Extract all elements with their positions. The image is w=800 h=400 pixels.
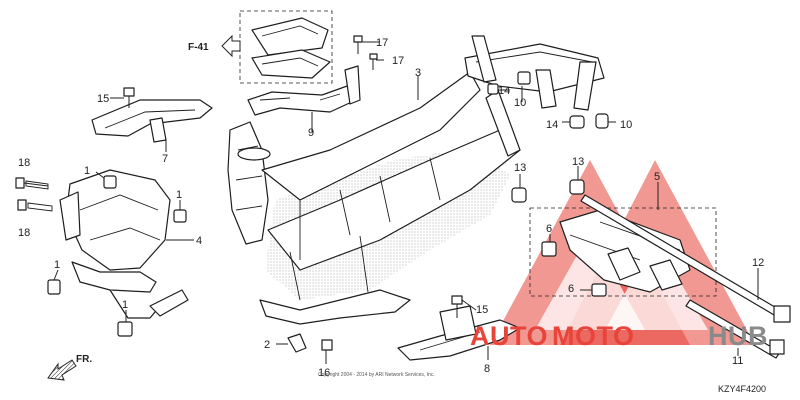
callout-5: 5 bbox=[654, 171, 660, 183]
hollow-left-arrow bbox=[221, 34, 241, 58]
damper-1-b bbox=[173, 209, 187, 223]
callout-18-b: 18 bbox=[18, 227, 30, 239]
callout-18-a: 18 bbox=[18, 157, 30, 169]
callout-2: 2 bbox=[264, 339, 270, 351]
callout-1-c: 1 bbox=[54, 259, 60, 271]
damper-1-d bbox=[117, 321, 133, 337]
reference-label: F-41 bbox=[188, 42, 209, 53]
callout-3: 3 bbox=[415, 67, 421, 79]
watermark-hub: HUB bbox=[708, 321, 768, 351]
bolt-15-a bbox=[123, 87, 135, 108]
watermark-moto: MOTO bbox=[552, 321, 635, 351]
collar-13-a bbox=[511, 187, 527, 203]
callout-11: 11 bbox=[732, 355, 743, 367]
callout-6-a: 6 bbox=[546, 223, 552, 235]
watermark-auto: AUTO bbox=[470, 321, 548, 351]
ecu-bracket-detail bbox=[251, 17, 331, 79]
callout-16: 16 bbox=[318, 367, 330, 379]
part-9-stay bbox=[247, 65, 361, 116]
bolt-17-a bbox=[353, 35, 363, 54]
callout-13-b: 13 bbox=[572, 156, 584, 168]
callout-12: 12 bbox=[752, 257, 764, 269]
damper-10-b bbox=[595, 113, 609, 129]
collar-14-a bbox=[487, 83, 499, 95]
bolt-11 bbox=[685, 299, 785, 359]
bolt-16 bbox=[321, 339, 333, 351]
callout-1-d: 1 bbox=[122, 299, 128, 311]
collar-13-b bbox=[569, 179, 585, 195]
watermark-text: AUTO MOTO HUB bbox=[470, 321, 768, 351]
callout-13-a: 13 bbox=[514, 162, 526, 174]
callout-17-a: 17 bbox=[376, 37, 388, 49]
callout-1-a: 1 bbox=[84, 165, 90, 177]
callout-14-b: 14 bbox=[546, 119, 558, 131]
damper-6-a bbox=[541, 241, 557, 257]
callout-6-b: 6 bbox=[568, 283, 574, 295]
part-code: KZY4F4200 bbox=[718, 384, 766, 394]
hatched-left-arrow bbox=[47, 359, 77, 381]
part-3-main-frame bbox=[227, 35, 605, 325]
collar-14-b bbox=[569, 115, 585, 129]
detail-box bbox=[239, 10, 333, 84]
damper-10-a bbox=[517, 71, 531, 85]
callout-14-a: 14 bbox=[498, 85, 510, 97]
damper-1-a bbox=[103, 175, 117, 189]
part-4-subframe bbox=[59, 169, 189, 319]
callout-10-a: 10 bbox=[514, 97, 526, 109]
callouts: 17 17 3 15 7 1 1 4 18 18 1 1 2 9 15 8 16… bbox=[18, 37, 764, 379]
bolt-12 bbox=[580, 194, 791, 323]
callout-10-b: 10 bbox=[620, 119, 632, 131]
damper-1-c bbox=[47, 279, 61, 295]
hanger-box bbox=[529, 207, 717, 297]
bolt-17-b bbox=[369, 53, 378, 70]
leader-lines bbox=[53, 41, 759, 364]
part-8-bracket bbox=[397, 305, 521, 361]
callout-4: 4 bbox=[196, 235, 202, 247]
front-direction-indicator: FR. bbox=[47, 354, 92, 381]
callout-9: 9 bbox=[308, 127, 314, 139]
callout-15-b: 15 bbox=[476, 304, 488, 316]
callout-8: 8 bbox=[484, 363, 490, 375]
callout-7: 7 bbox=[162, 153, 168, 165]
bolt-18-a bbox=[15, 177, 49, 190]
part-2-clamp bbox=[287, 333, 307, 353]
damper-6-b bbox=[591, 283, 607, 297]
part-7-bracket bbox=[91, 99, 213, 143]
reference-f41: F-41 bbox=[188, 34, 241, 58]
bolt-18-b bbox=[17, 199, 53, 212]
callout-17-b: 17 bbox=[392, 55, 404, 67]
copyright-text: Copyright 2004 - 2014 by ARI Network Ser… bbox=[318, 372, 435, 378]
direction-label: FR. bbox=[76, 354, 92, 365]
callout-15-a: 15 bbox=[97, 93, 109, 105]
callout-1-b: 1 bbox=[176, 189, 182, 201]
